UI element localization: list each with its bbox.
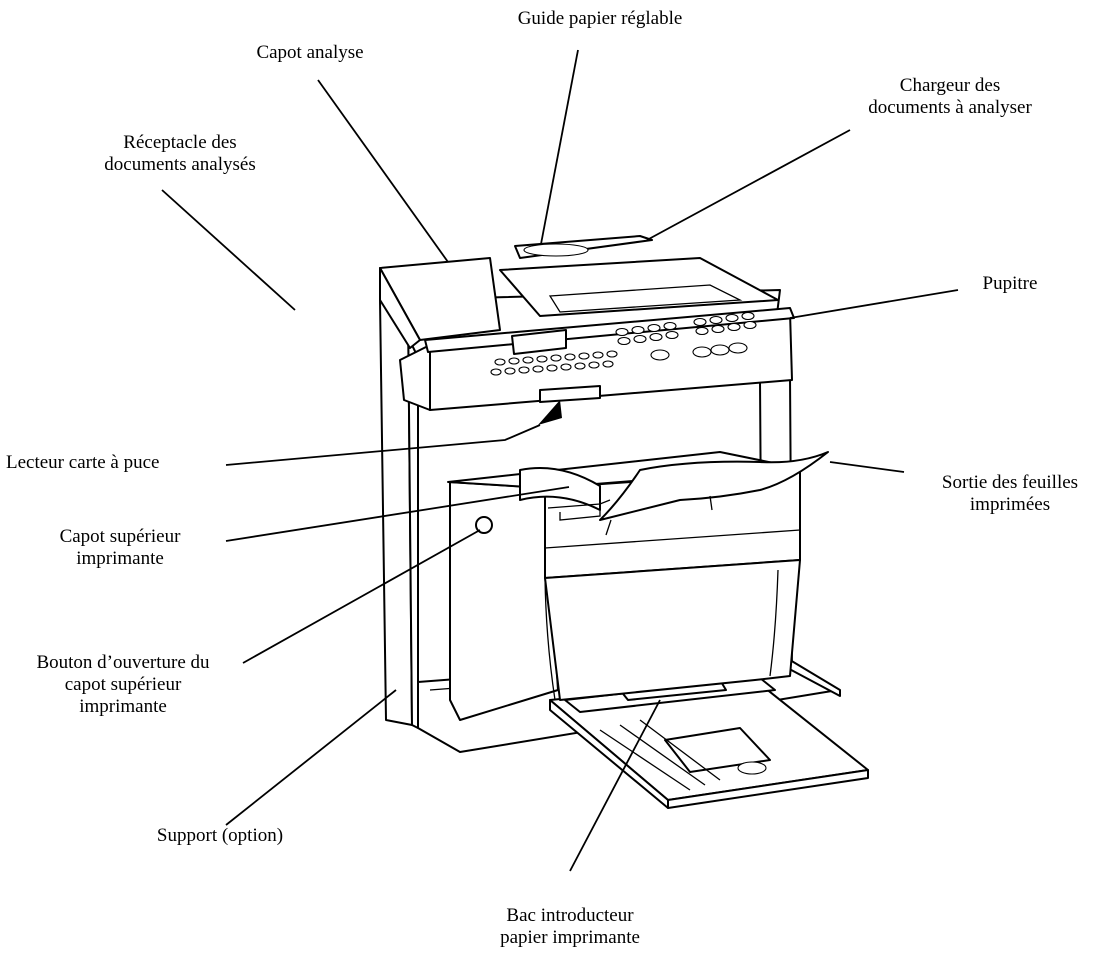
printer-body [447,451,829,721]
label-lecteur-carte: Lecteur carte à puce [6,452,160,473]
label-sortie-feuilles: Sortie des feuilles imprimées [941,472,1079,515]
label-capot-superieur: Capot supérieur imprimante [59,526,181,569]
label-guide-papier: Guide papier réglable [517,8,683,29]
label-chargeur: Chargeur des documents à analyser [868,75,1032,118]
card-reader-arrow [538,400,562,425]
paper-tray [549,659,869,809]
leader-lines [161,49,959,872]
scanner-unit [379,235,795,411]
label-pupitre: Pupitre [982,273,1038,294]
label-receptacle: Réceptacle des documents analysés [104,132,256,175]
label-bac-introducteur: Bac introducteur papier imprimante [500,905,640,948]
control-panel-keys [490,311,757,376]
label-bouton-ouverture: Bouton d’ouverture du capot supérieur im… [36,652,210,717]
cover-release-button [475,516,493,534]
label-capot-analyse: Capot analyse [256,42,364,63]
label-support: Support (option) [156,825,284,846]
